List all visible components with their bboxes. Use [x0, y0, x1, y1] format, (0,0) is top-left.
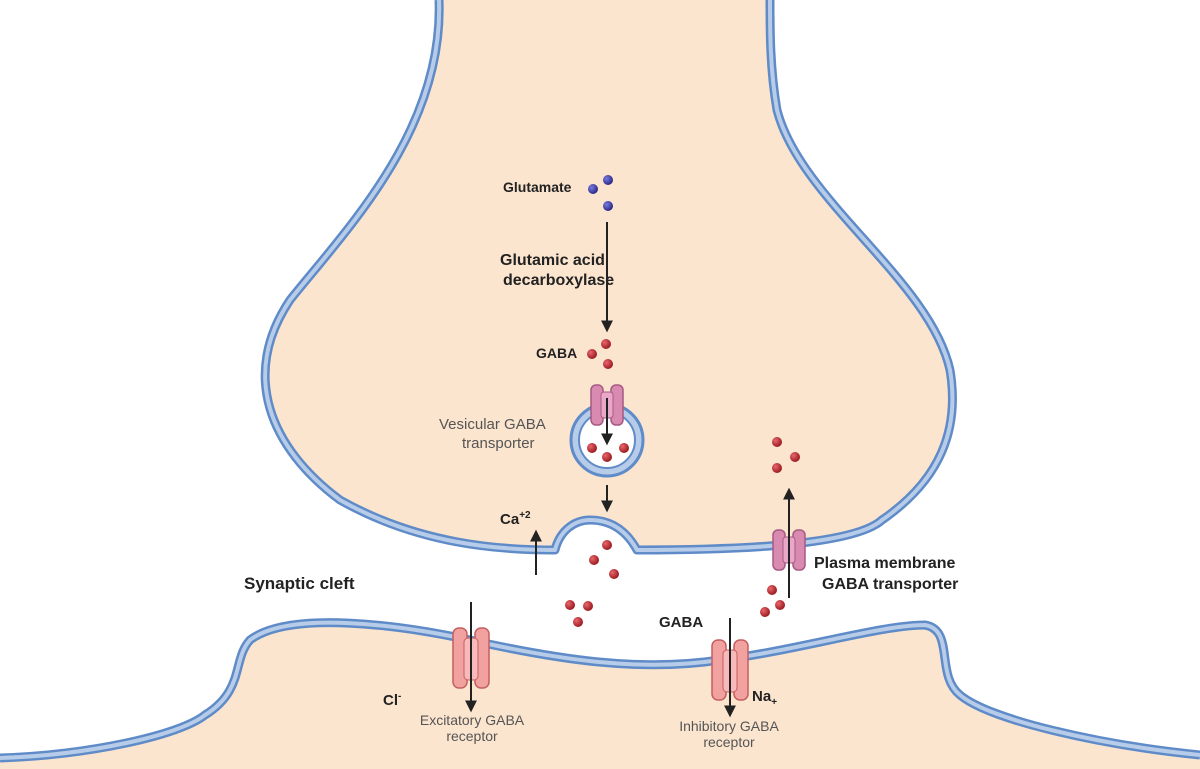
chloride-symbol: Cl	[383, 692, 398, 709]
calcium-symbol: Ca	[500, 511, 520, 528]
glutamate-molecules	[588, 175, 613, 211]
calcium-charge: +2	[519, 510, 531, 521]
vesicular-transporter-label-line1: Vesicular GABA	[439, 416, 546, 433]
plasma-transporter-label-line1: Plasma membrane	[814, 555, 956, 572]
plasma-transporter-label-line2: GABA transporter	[822, 576, 959, 593]
sodium-label: Na+	[752, 688, 777, 709]
gaba-label-postsynaptic: GABA	[659, 614, 704, 631]
enzyme-label-line2: decarboxylase	[503, 272, 615, 289]
plasma-membrane-transporter-channel	[772, 529, 806, 571]
synaptic-cleft-label: Synaptic cleft	[244, 574, 355, 593]
chloride-label: Cl-	[383, 691, 401, 709]
postsynaptic-terminal	[0, 618, 1200, 769]
gaba-label-presynaptic: GABA	[536, 345, 578, 361]
vesicular-transporter-channel	[590, 384, 624, 426]
excitatory-receptor-label-line2: receptor	[446, 728, 498, 745]
presynaptic-terminal	[260, 0, 957, 555]
inhibitory-receptor-label-line1: Inhibitory GABA	[679, 718, 779, 734]
vesicular-transporter-label-line2: transporter	[462, 435, 535, 452]
gaba-molecules	[565, 339, 800, 627]
arrows	[465, 222, 795, 718]
chloride-charge: -	[398, 691, 402, 702]
presynaptic-cytoplasm	[265, 0, 953, 550]
inhibitory-receptor-channel	[711, 639, 749, 701]
postsynaptic-cytoplasm	[0, 622, 1200, 769]
enzyme-label-line1: Glutamic acid	[500, 252, 605, 269]
glutamate-label: Glutamate	[503, 179, 572, 195]
sodium-symbol: Na	[752, 688, 772, 705]
inhibitory-receptor-label-line2: receptor	[703, 734, 755, 751]
sodium-charge: +	[771, 697, 778, 708]
calcium-label: Ca+2	[500, 510, 531, 528]
excitatory-receptor-label-line1: Excitatory GABA	[419, 712, 525, 728]
